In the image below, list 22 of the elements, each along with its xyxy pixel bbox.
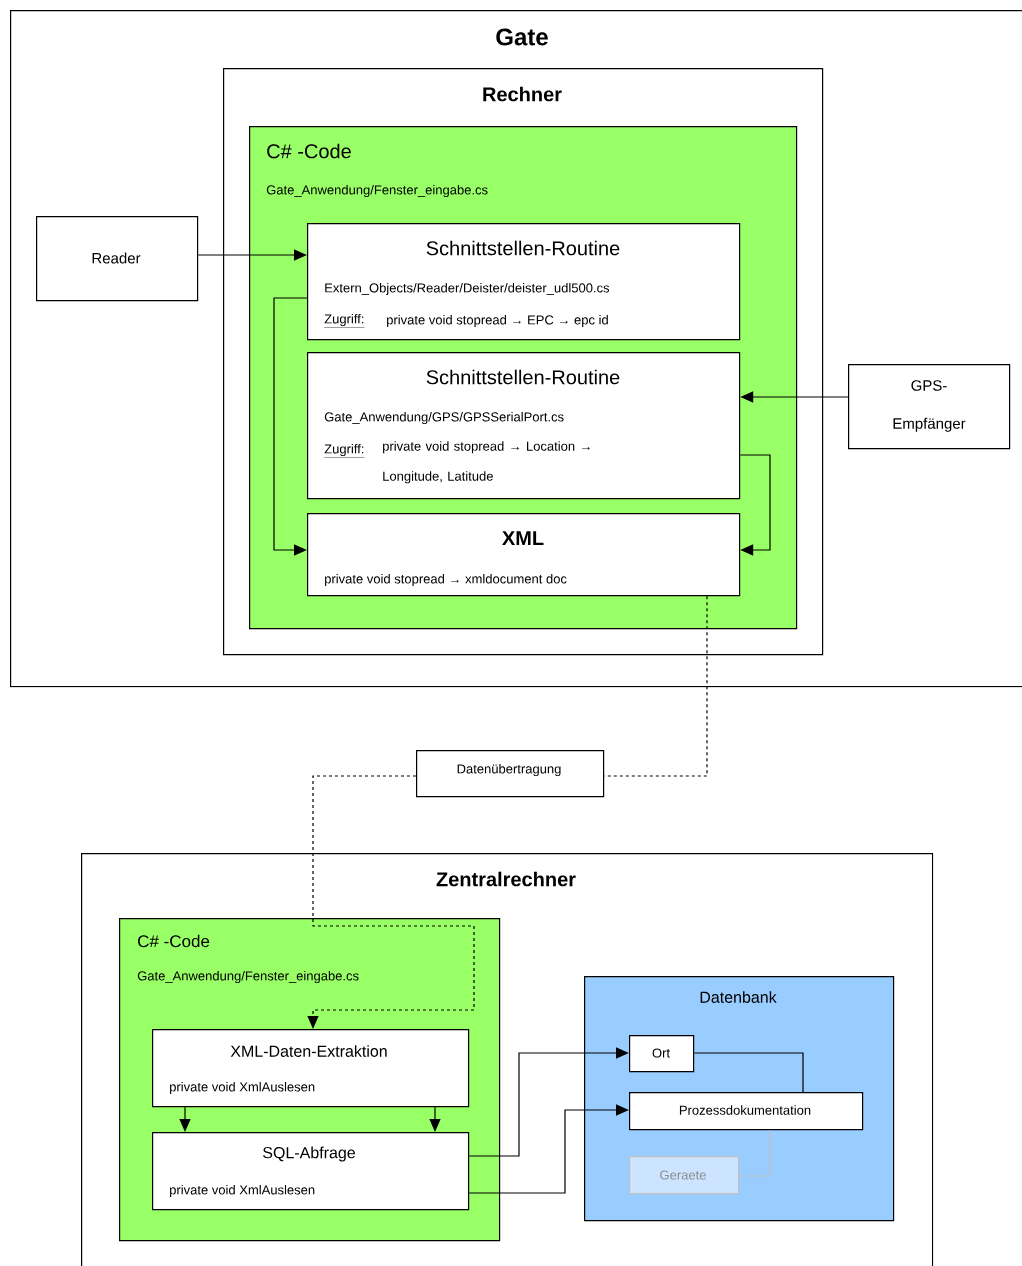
process-box: Schnittstellen-Routine Gate_Anwendung/GPS/GPSSerialPort.cs Zugriff: private void stopread → Location → Longitude, Latitude — [307, 352, 741, 500]
arrow — [197, 249, 307, 261]
process-box: Schnittstellen-Routine Extern_Objects/Reader/Deister/deister_udl500.cs Zugriff: private void stopread → EPC → epc id — [307, 223, 741, 341]
process-box: XML-Daten-Extraktion private void XmlAuslesen — [152, 1029, 470, 1108]
arrow — [179, 1106, 191, 1132]
arrow — [468, 1104, 629, 1194]
connector-line — [693, 1052, 804, 1093]
transfer-box: Datenübertragung — [416, 750, 605, 798]
arrow — [468, 1047, 629, 1157]
process-box: XML private void stopread → xmldocument doc — [307, 513, 741, 597]
process-box: SQL-Abfrage private void XmlAuslesen — [152, 1132, 470, 1211]
table-box: Prozessdokumentation — [629, 1092, 864, 1131]
device-box: Reader — [36, 216, 199, 302]
connector-line — [738, 1129, 771, 1177]
dashed-connector-line — [603, 595, 708, 777]
dashed-arrow — [307, 775, 475, 1029]
table-box: Geraete — [629, 1156, 740, 1195]
arrow — [429, 1106, 441, 1132]
device-box: GPS- Empfänger — [848, 364, 1011, 450]
arrow — [739, 454, 771, 556]
table-box: Ort — [629, 1035, 695, 1073]
arrow — [273, 297, 308, 556]
